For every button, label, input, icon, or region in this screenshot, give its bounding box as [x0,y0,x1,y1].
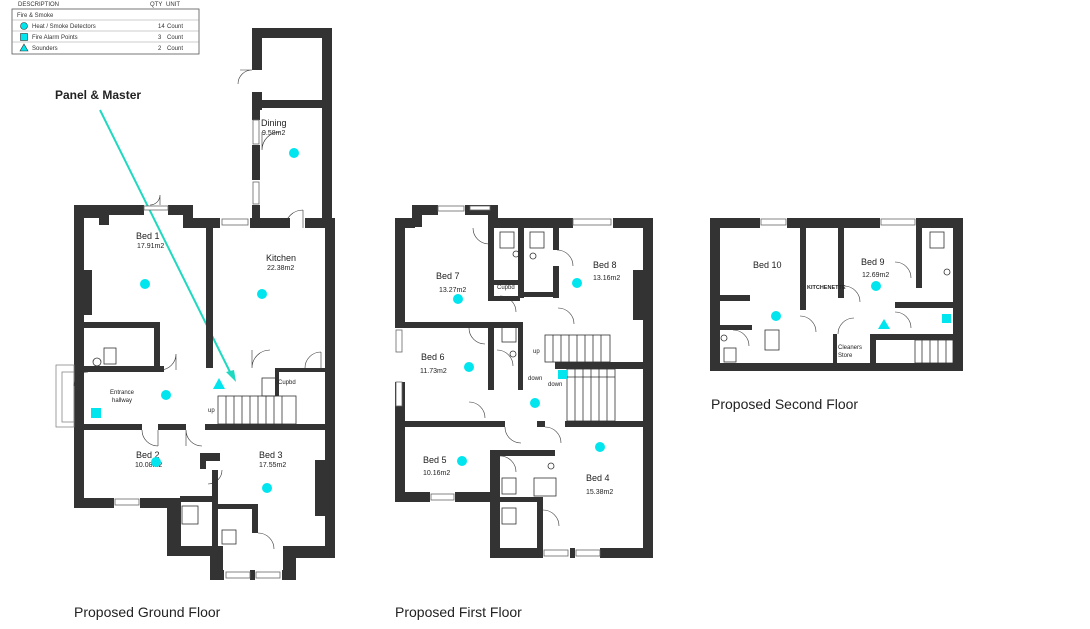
second-floor-title: Proposed Second Floor [711,396,858,412]
legend-row-unit: Count [167,24,183,30]
legend-row-qty: 3 [158,35,162,41]
smoke-detector-icon [151,457,161,467]
room-kitchen-name: Kitchen [266,253,296,263]
room-bed6-area: 11.73m2 [420,368,447,375]
first-floor-plan [395,205,653,558]
sounder-icon [878,319,890,329]
smoke-detector-icon [457,456,467,466]
room-bed5-name: Bed 5 [423,455,447,465]
ground-floor-title: Proposed Ground Floor [74,604,221,620]
room-bed8-area: 13.16m2 [593,275,620,282]
ground-floor-stairs [217,395,297,425]
room-bed7-area: 13.27m2 [439,287,466,294]
room-bed4-name: Bed 4 [586,473,610,483]
legend-row-label: Heat / Smoke Detectors [32,24,96,30]
room-entrance-line2: hallway [112,398,132,404]
room-bed8-name: Bed 8 [593,260,617,270]
room-bed1-name: Bed 1 [136,231,160,241]
room-bed9-area: 12.69m2 [862,272,889,279]
alarm-point-legend-icon [20,33,28,41]
second-floor-plan [710,218,963,371]
smoke-detector-icon [530,398,540,408]
first-stairs-down2-label: down [548,382,562,388]
room-entrance-line1: Entrance [110,390,135,396]
second-floor-stairs [914,339,954,364]
sounder-legend-icon [19,43,29,52]
smoke-detector-icon [140,279,150,289]
room-bed7-name: Bed 7 [436,271,460,281]
legend-row-unit: Count [167,35,183,41]
room-bed6-name: Bed 6 [421,352,445,362]
fire-alarm-point-icon [942,314,951,323]
fire-alarm-point-icon [558,370,567,379]
legend-row-qty: 2 [158,46,162,52]
smoke-detector-icon [572,278,582,288]
panel-master-label: Panel & Master [55,88,141,102]
ground-cupboard-label: Cupbd [278,380,296,386]
sounder-icon [213,378,225,389]
legend-header-unit: UNIT [166,2,180,8]
smoke-detector-icon [161,390,171,400]
smoke-detector-icon [464,362,474,372]
legend-header-qty: QTY [150,2,162,8]
room-bed3-area: 17.55m2 [259,462,286,469]
smoke-detector-icon [871,281,881,291]
first-stairs-up-label: up [533,349,540,355]
legend-row-label: Sounders [32,46,58,52]
smoke-detector-icon [771,311,781,321]
fire-alarm-point-icon [91,408,101,418]
first-floor-title: Proposed First Floor [395,604,522,620]
cleaners-store-line1: Cleaners [838,345,862,351]
smoke-detector-icon [262,483,272,493]
ground-floor-plan [55,28,335,580]
kitchenette-label: KITCHENETTE [807,285,846,291]
room-bed2-area: 10.08m2 [135,462,162,469]
room-bed1-area: 17.91m2 [137,243,164,250]
room-bed4-area: 15.38m2 [586,489,613,496]
legend-category: Fire & Smoke [17,13,54,19]
room-bed10-name: Bed 10 [753,260,782,270]
room-bed2-name: Bed 2 [136,450,160,460]
first-cupboard-label: Cupbd [497,285,515,291]
room-bed3-name: Bed 3 [259,450,283,460]
detector-legend-icon [20,22,28,30]
smoke-detector-icon [257,289,267,299]
room-bed5-area: 10.16m2 [423,470,450,477]
first-stairs-down-label: down [528,376,542,382]
legend-row-label: Fire Alarm Points [32,35,78,41]
room-bed9-name: Bed 9 [861,257,885,267]
first-floor-stairs [544,334,616,422]
room-kitchen-area: 22.38m2 [267,265,294,272]
room-dining-area: 9.58m2 [262,130,285,137]
legend: DESCRIPTION QTY UNIT Fire & Smoke Heat /… [11,2,200,55]
smoke-detector-icon [595,442,605,452]
legend-row-unit: Count [167,46,183,52]
panel-arrow-head [226,370,236,382]
smoke-detector-icon [453,294,463,304]
legend-row-qty: 14 [158,24,165,30]
ground-stairs-up-label: up [208,408,215,414]
smoke-detector-icon [289,148,299,158]
legend-header-description: DESCRIPTION [18,2,59,8]
room-dining-name: Dining [261,118,287,128]
cleaners-store-line2: Store [838,353,853,359]
